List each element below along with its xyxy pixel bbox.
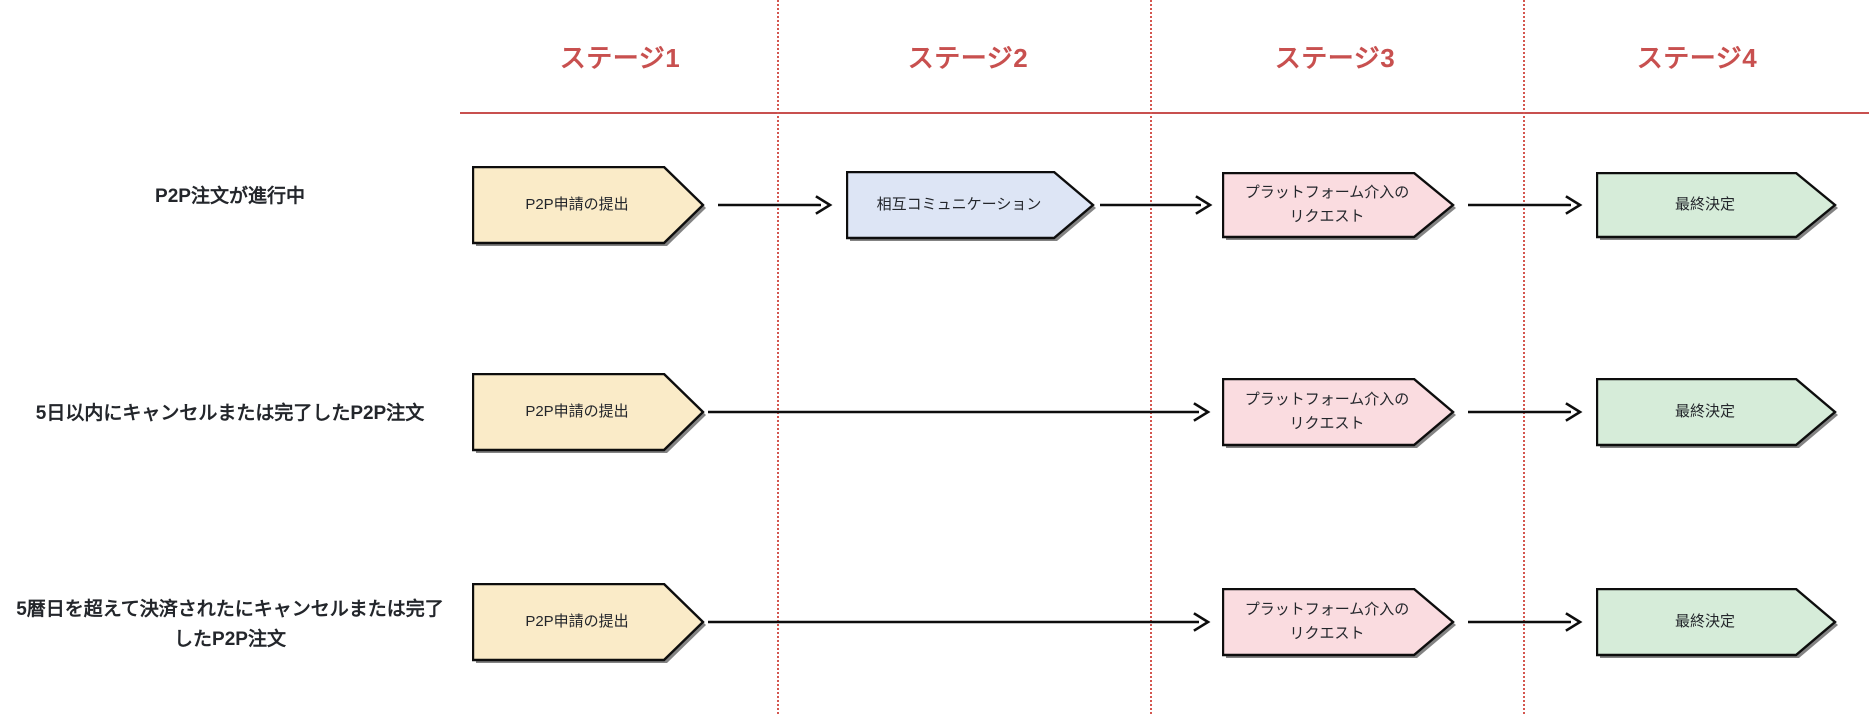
row-label-3: 5暦日を超えて決済されたにキャンセルまたは完了したP2P注文 <box>16 599 444 650</box>
process-node-r3-s3[interactable]: プラットフォーム介入のリクエスト <box>1222 588 1456 658</box>
stage-header-2: ステージ2 <box>907 43 1029 73</box>
process-node-r2-s3[interactable]: プラットフォーム介入のリクエスト <box>1222 378 1456 448</box>
chevron-shape-icon <box>472 373 706 453</box>
connector-arrow-r1-3 <box>1468 194 1583 216</box>
connector-arrow-r1-1 <box>718 194 833 216</box>
node-label: プラットフォーム介入のリクエスト <box>1244 601 1410 642</box>
node-label: 最終決定 <box>1674 196 1735 213</box>
node-label: 最終決定 <box>1674 613 1735 630</box>
node-label: プラットフォーム介入のリクエスト <box>1244 391 1410 432</box>
stage-divider-1 <box>777 0 779 714</box>
process-node-r1-s1[interactable]: P2P申請の提出 <box>472 166 706 246</box>
process-node-r2-s1[interactable]: P2P申請の提出 <box>472 373 706 453</box>
process-node-r1-s2[interactable]: 相互コミュニケーション <box>846 171 1096 241</box>
process-node-r1-s4[interactable]: 最終決定 <box>1596 172 1838 240</box>
chevron-shape-icon <box>1596 588 1838 658</box>
process-node-r3-s1[interactable]: P2P申請の提出 <box>472 583 706 663</box>
node-label: 最終決定 <box>1674 403 1735 420</box>
stage-divider-3 <box>1523 0 1525 714</box>
stage-header-1: ステージ1 <box>559 43 681 73</box>
node-label: 相互コミュニケーション <box>876 196 1042 213</box>
stage-header-rule <box>460 112 1869 114</box>
process-node-r2-s4[interactable]: 最終決定 <box>1596 378 1838 448</box>
row-label-1: P2P注文が進行中 <box>155 186 305 207</box>
stage-header-4: ステージ4 <box>1636 43 1758 73</box>
node-label: P2P申請の提出 <box>525 196 629 213</box>
node-label: P2P申請の提出 <box>525 613 629 630</box>
chevron-shape-icon <box>1596 378 1838 448</box>
connector-arrow-r1-2 <box>1100 194 1213 216</box>
connector-arrow-r3-2 <box>1468 611 1583 633</box>
row-label-2: 5日以内にキャンセルまたは完了したP2P注文 <box>35 403 425 424</box>
chevron-shape-icon <box>1222 378 1456 448</box>
stage-divider-2 <box>1150 0 1152 714</box>
chevron-shape-icon <box>846 171 1096 241</box>
connector-arrow-r2-2 <box>1468 401 1583 423</box>
connector-arrow-r3-1 <box>708 611 1211 633</box>
node-label: プラットフォーム介入のリクエスト <box>1244 184 1410 225</box>
chevron-shape-icon <box>472 583 706 663</box>
chevron-shape-icon <box>1222 172 1456 240</box>
connector-arrow-r2-1 <box>708 401 1211 423</box>
chevron-shape-icon <box>1596 172 1838 240</box>
process-node-r1-s3[interactable]: プラットフォーム介入のリクエスト <box>1222 172 1456 240</box>
chevron-shape-icon <box>472 166 706 246</box>
chevron-shape-icon <box>1222 588 1456 658</box>
stage-header-3: ステージ3 <box>1274 43 1396 73</box>
node-label: P2P申請の提出 <box>525 403 629 420</box>
process-node-r3-s4[interactable]: 最終決定 <box>1596 588 1838 658</box>
